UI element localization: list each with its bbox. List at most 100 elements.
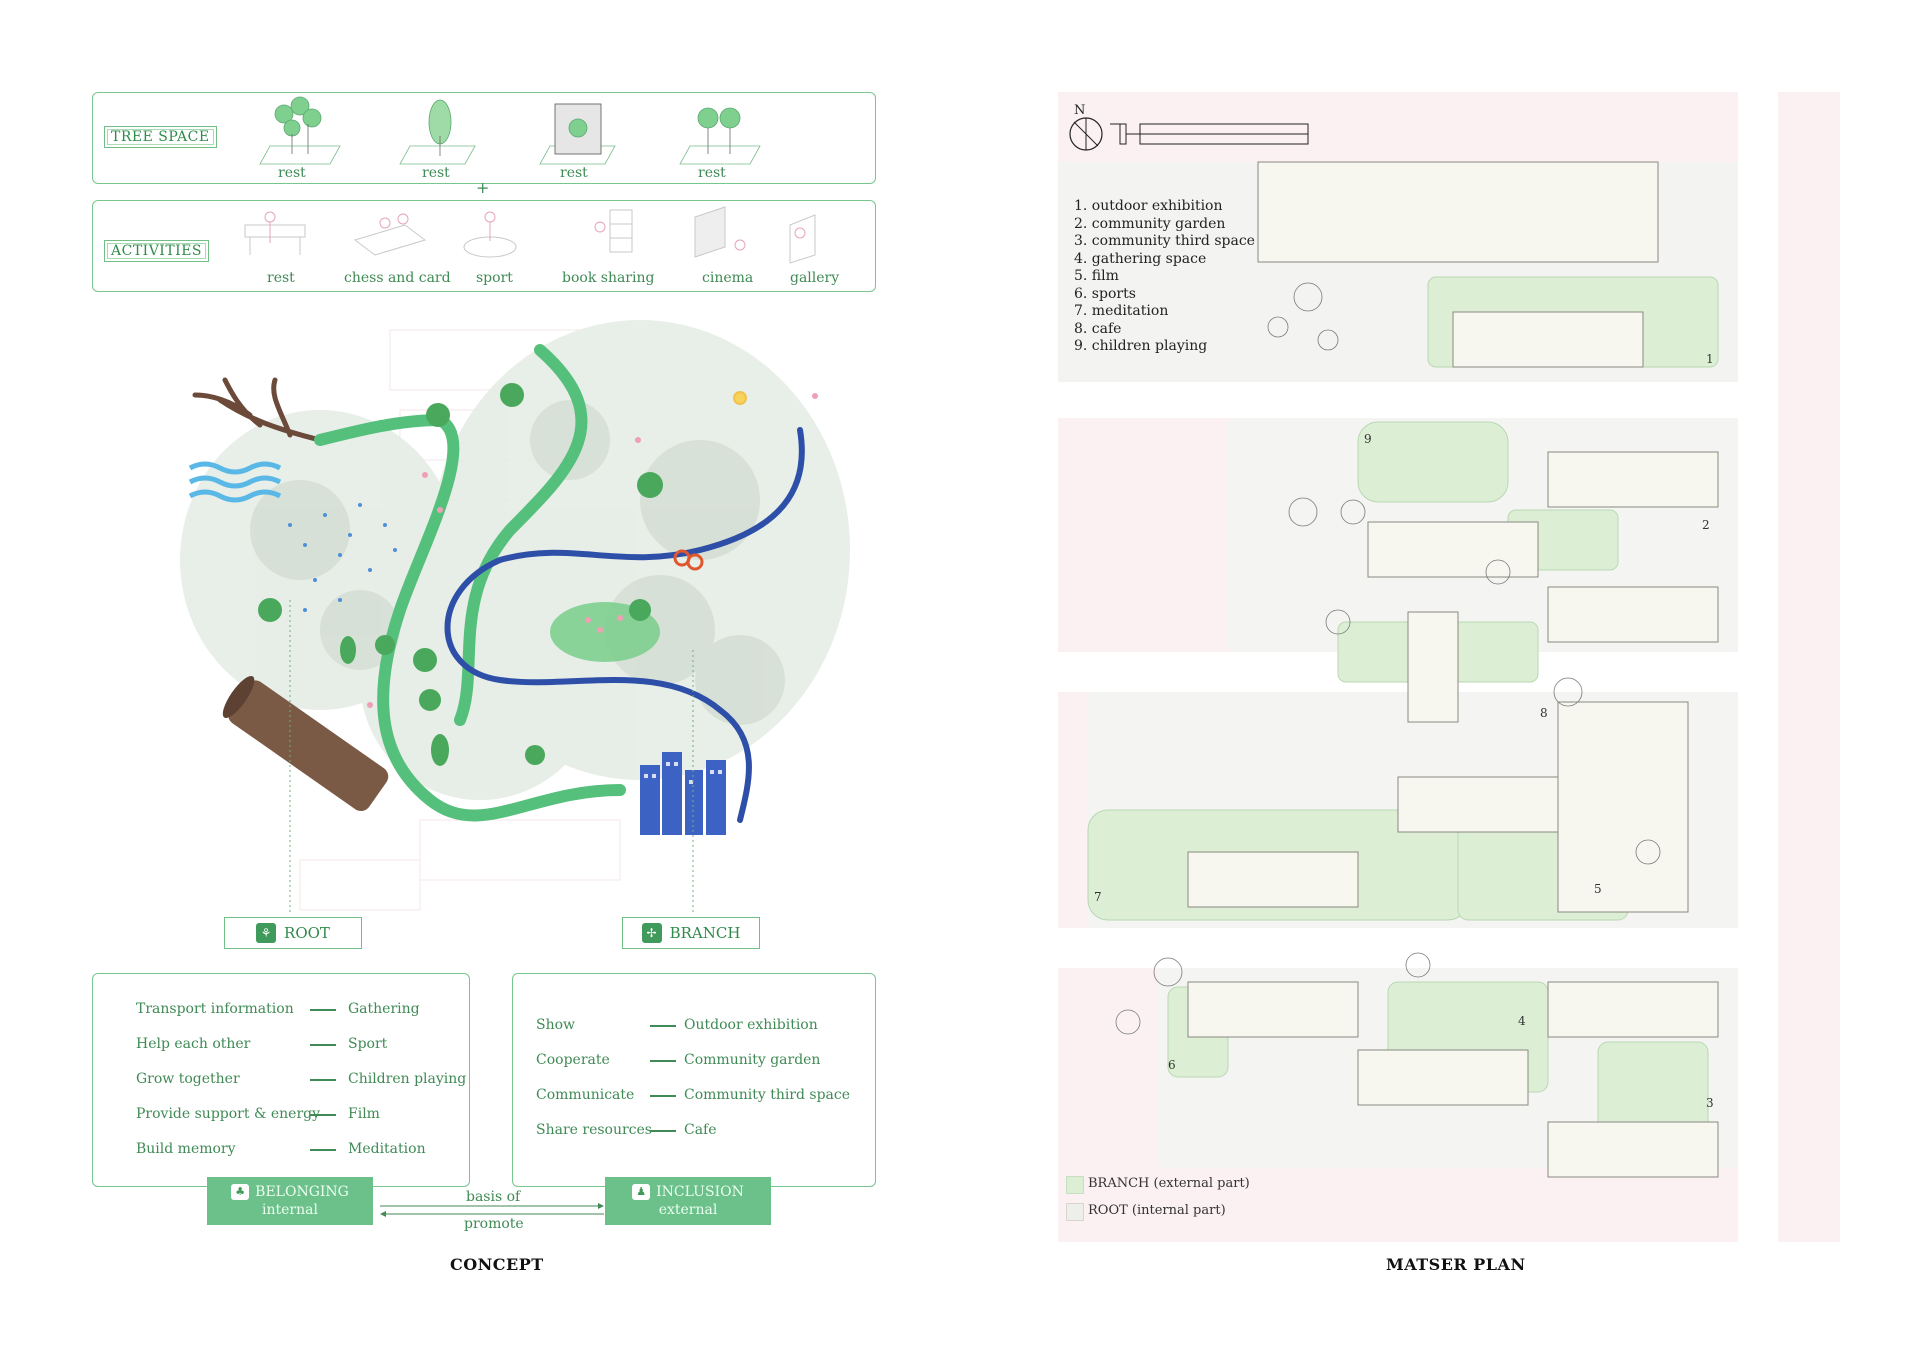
- tree-space-label-1: rest: [278, 165, 306, 181]
- cinema-icon: [694, 206, 746, 258]
- plan-number-4: 4: [1518, 1014, 1526, 1028]
- branch-item-left-4: Share resources: [536, 1122, 652, 1138]
- belonging-icon: ♣: [231, 1184, 250, 1200]
- concept-caption: CONCEPT: [450, 1255, 544, 1274]
- green-stream: [314, 344, 626, 822]
- branch-item-left-3: Communicate: [536, 1087, 635, 1103]
- concept-illustration: [180, 320, 850, 915]
- root-item-right-1: Gathering: [348, 1001, 420, 1017]
- branch-item-right-1: Outdoor exhibition: [684, 1017, 818, 1033]
- activity-rest: rest: [267, 270, 295, 286]
- sculpture-icon: [673, 549, 704, 571]
- belonging-title: BELONGING: [255, 1184, 349, 1200]
- blue-stream: [444, 427, 805, 823]
- road-horizontal: [1058, 382, 1738, 418]
- chess-table-icon: [353, 213, 427, 256]
- plan-key-list: 1. outdoor exhibition 2. community garde…: [1074, 198, 1255, 356]
- branch-title: BRANCH: [669, 924, 741, 942]
- plan-key-item: 6. sports: [1074, 285, 1136, 302]
- tree-icon: [539, 103, 616, 165]
- root-dash: [310, 1079, 336, 1081]
- root-item-right-4: Film: [348, 1106, 380, 1122]
- plan-key-item: 5. film: [1074, 268, 1119, 284]
- branch-item-right-4: Cafe: [684, 1122, 717, 1138]
- arrow-bottom-label: promote: [464, 1216, 524, 1232]
- legend-swatch-branch: [1066, 1176, 1084, 1194]
- building-windows: [644, 762, 722, 784]
- root-item-left-1: Transport information: [136, 1001, 294, 1017]
- inclusion-tag: ♟INCLUSION external: [605, 1177, 771, 1225]
- road-horizontal: [1058, 928, 1738, 968]
- root-box: [92, 973, 470, 1187]
- tree-icon: [259, 96, 341, 165]
- bookshelf-icon: [594, 209, 633, 253]
- plan-trees-icon: [1115, 282, 1661, 1035]
- plan-number-7: 7: [1094, 890, 1102, 904]
- belonging-tag: ♣ BELONGING internal: [207, 1177, 373, 1225]
- tree-space-label-3: rest: [560, 165, 588, 181]
- branch-item-left-1: Show: [536, 1017, 576, 1033]
- tree-space-illustrations: [259, 96, 761, 165]
- activity-cinema: cinema: [702, 270, 754, 286]
- buildings-icon: [640, 752, 726, 835]
- plus-sign: +: [476, 178, 490, 197]
- root-item-left-2: Help each other: [136, 1036, 251, 1052]
- root-item-left-5: Build memory: [136, 1141, 236, 1157]
- raindrops-icon: [288, 503, 397, 612]
- root-title: ROOT: [284, 924, 330, 942]
- sport-icon: [463, 211, 517, 258]
- root-dash: [310, 1009, 336, 1011]
- inclusion-title: INCLUSION: [656, 1184, 744, 1200]
- activity-gallery: gallery: [790, 270, 840, 286]
- branch-icon: [192, 377, 323, 443]
- tree-space-label-2: rest: [422, 165, 450, 181]
- plan-key-item: 7. meditation: [1074, 303, 1169, 319]
- plan-key-item: 1. outdoor exhibition: [1074, 198, 1223, 214]
- branch-icon: ✢: [641, 923, 662, 943]
- root-item-right-3: Children playing: [348, 1071, 467, 1087]
- root-item-right-5: Meditation: [348, 1141, 426, 1157]
- inclusion-sub: external: [658, 1202, 718, 1218]
- branch-item-right-2: Community garden: [684, 1052, 821, 1068]
- branch-dash: [650, 1095, 676, 1097]
- scale-bar: [1110, 123, 1309, 145]
- tree-icon: [399, 99, 476, 165]
- plan-number-1: 1: [1706, 352, 1714, 366]
- tree-icon: [679, 107, 761, 165]
- north-label: N: [1074, 103, 1086, 118]
- activities-title: ACTIVITIES: [104, 240, 210, 262]
- plan-key-item: 2. community garden: [1074, 215, 1226, 232]
- legend-root-label: ROOT (internal part): [1088, 1203, 1226, 1218]
- branch-dash: [650, 1130, 676, 1132]
- plan-number-2: 2: [1702, 518, 1710, 532]
- master-plan-map: [1058, 92, 1840, 1242]
- people-icon: [367, 393, 818, 708]
- legend-swatch-root: [1066, 1203, 1084, 1221]
- branch-header: ✢ BRANCH: [622, 917, 760, 949]
- plan-key-item: 9. children playing: [1074, 338, 1208, 354]
- north-arrow-icon: [1069, 117, 1309, 151]
- tree-space-label-4: rest: [698, 165, 726, 181]
- root-dash: [310, 1114, 336, 1116]
- branch-box: [512, 973, 876, 1187]
- plan-number-9: 9: [1364, 432, 1372, 446]
- plan-number-3: 3: [1706, 1096, 1714, 1110]
- activity-sport: sport: [476, 270, 513, 286]
- activities-illustrations: [244, 206, 816, 264]
- plan-number-6: 6: [1168, 1058, 1176, 1072]
- plan-key-item: 3. community third space: [1074, 233, 1255, 249]
- tree-space-title: TREE SPACE: [104, 126, 217, 148]
- belonging-sub: internal: [262, 1202, 318, 1218]
- plan-number-8: 8: [1540, 706, 1548, 720]
- legend-branch-label: BRANCH (external part): [1088, 1176, 1250, 1191]
- tree-space-box: [92, 92, 876, 184]
- gallery-icon: [789, 214, 816, 264]
- branch-dash: [650, 1060, 676, 1062]
- root-dash: [310, 1044, 336, 1046]
- root-buildings: [1187, 161, 1719, 1178]
- relation-arrows: [380, 1203, 604, 1217]
- root-header: ⚘ ROOT: [224, 917, 362, 949]
- plan-key-item: 8. cafe: [1074, 320, 1122, 337]
- bench-icon: [244, 211, 306, 255]
- root-icon: ⚘: [256, 923, 277, 943]
